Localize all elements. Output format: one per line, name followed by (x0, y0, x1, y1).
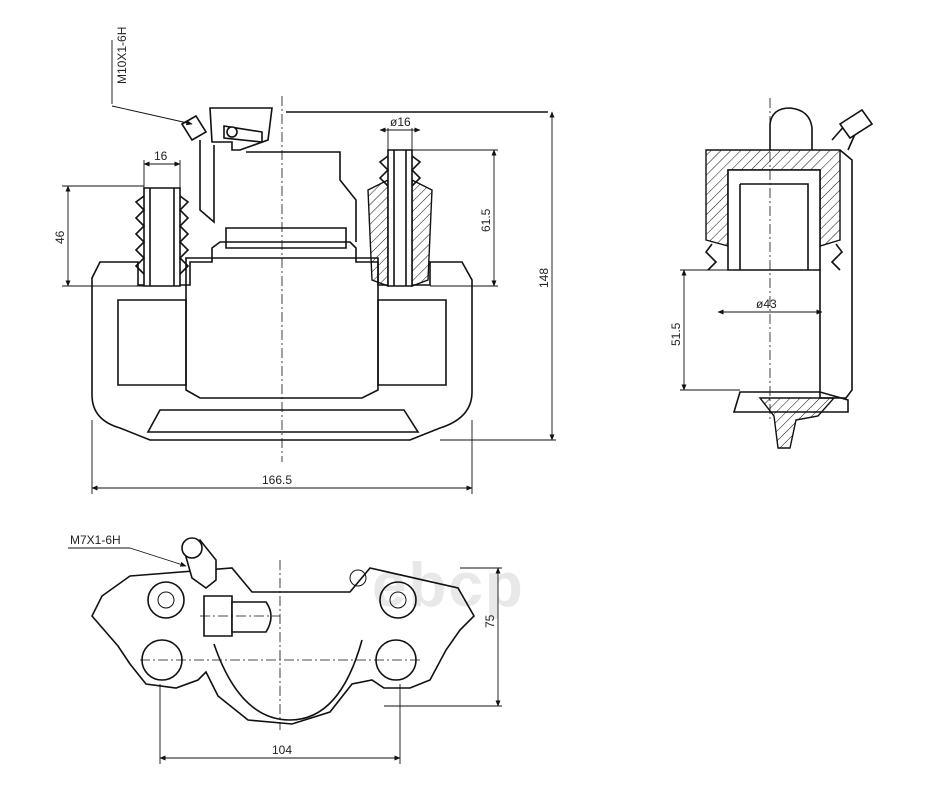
thread-label-m10: M10X1-6H (115, 27, 129, 84)
dim-hole-spacing: 104 (272, 743, 292, 757)
thread-label-m7: M7X1-6H (70, 533, 121, 547)
dim-bottom-height: 75 (483, 614, 497, 628)
side-view: ø43 51.5 (669, 98, 874, 449)
dim-side-height: 51.5 (669, 322, 683, 346)
bottom-view: M7X1-6H 75 104 (68, 533, 502, 764)
dim-pin-width: 16 (154, 149, 168, 163)
dim-total-height: 148 (537, 268, 551, 288)
dim-piston-dia: ø16 (390, 115, 411, 129)
front-view: M10X1-6H ø16 16 46 61.5 148 166.5 (53, 27, 556, 494)
dim-height-46: 46 (53, 230, 67, 244)
dim-total-width: 166.5 (262, 473, 292, 487)
dim-bore-dia: ø43 (756, 297, 777, 311)
dim-height-61-5: 61.5 (479, 208, 493, 232)
